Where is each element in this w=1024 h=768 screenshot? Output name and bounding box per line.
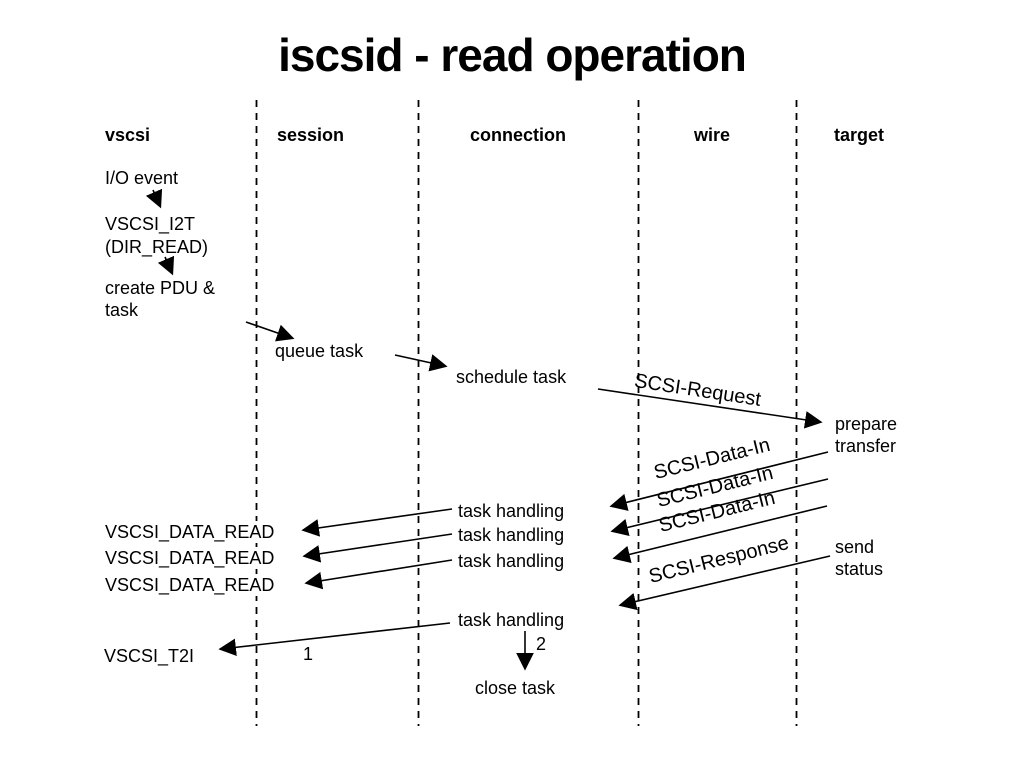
arrow-data-read-1 <box>301 508 453 537</box>
send-status-label-line1: send <box>835 537 875 557</box>
lifelines <box>255 100 798 726</box>
arrow-scsi-data-in-3 <box>612 505 828 563</box>
vscsi-data-read-label-1: VSCSI_DATA_READ <box>105 521 278 543</box>
schedule-task-label: schedule task <box>456 367 567 387</box>
vscsi-data-read-label-2: VSCSI_DATA_READ <box>105 547 278 569</box>
arrow-io-to-i2t <box>145 188 163 209</box>
column-header-connection: connection <box>470 125 567 145</box>
message-arrows <box>145 188 831 671</box>
send-status-label-line2: status <box>835 559 884 579</box>
create-pdu-task-label: task <box>105 300 139 320</box>
queue-task-label: queue task <box>275 341 364 361</box>
column-header-wire: wire <box>694 125 731 145</box>
arrow-scsi-data-in-2 <box>610 478 829 537</box>
close-task-label: close task <box>475 678 556 698</box>
arrow-vscsi-t2i <box>218 622 451 657</box>
prepare-transfer-label-line2: transfer <box>835 436 897 456</box>
arrow-data-read-2 <box>302 533 453 563</box>
arrow-data-read-3 <box>304 559 453 590</box>
arrow-i2t-to-createpdu <box>157 255 175 276</box>
task-handling-label-1: task handling <box>458 501 565 521</box>
dir-read-label: (DIR_READ) <box>105 237 209 257</box>
vscsi-t2i-label: VSCSI_T2I <box>104 646 195 666</box>
column-header-session: session <box>277 125 345 145</box>
column-header-vscsi: vscsi <box>105 125 151 145</box>
page-title: iscsid - read operation <box>278 29 747 81</box>
column-header-target: target <box>834 125 885 145</box>
io-event-label: I/O event <box>105 168 179 188</box>
vscsi-i2t-label: VSCSI_I2T <box>105 214 196 234</box>
arrow-scsi-data-in-1 <box>609 451 829 511</box>
task-handling-label-2: task handling <box>458 525 565 545</box>
annotation-1: 1 <box>303 644 314 664</box>
arrow-scsi-request <box>597 388 823 429</box>
annotation-2: 2 <box>536 634 547 654</box>
arrow-schedule-task <box>394 354 448 372</box>
arrow-scsi-response <box>618 555 831 611</box>
prepare-transfer-label-line1: prepare <box>835 414 898 434</box>
arrow-queue-task <box>245 321 295 342</box>
task-handling-label-3: task handling <box>458 551 565 571</box>
task-handling-label-4: task handling <box>458 610 565 630</box>
vscsi-data-read-label-3: VSCSI_DATA_READ <box>105 574 278 596</box>
create-pdu-label: create PDU & <box>105 278 216 298</box>
